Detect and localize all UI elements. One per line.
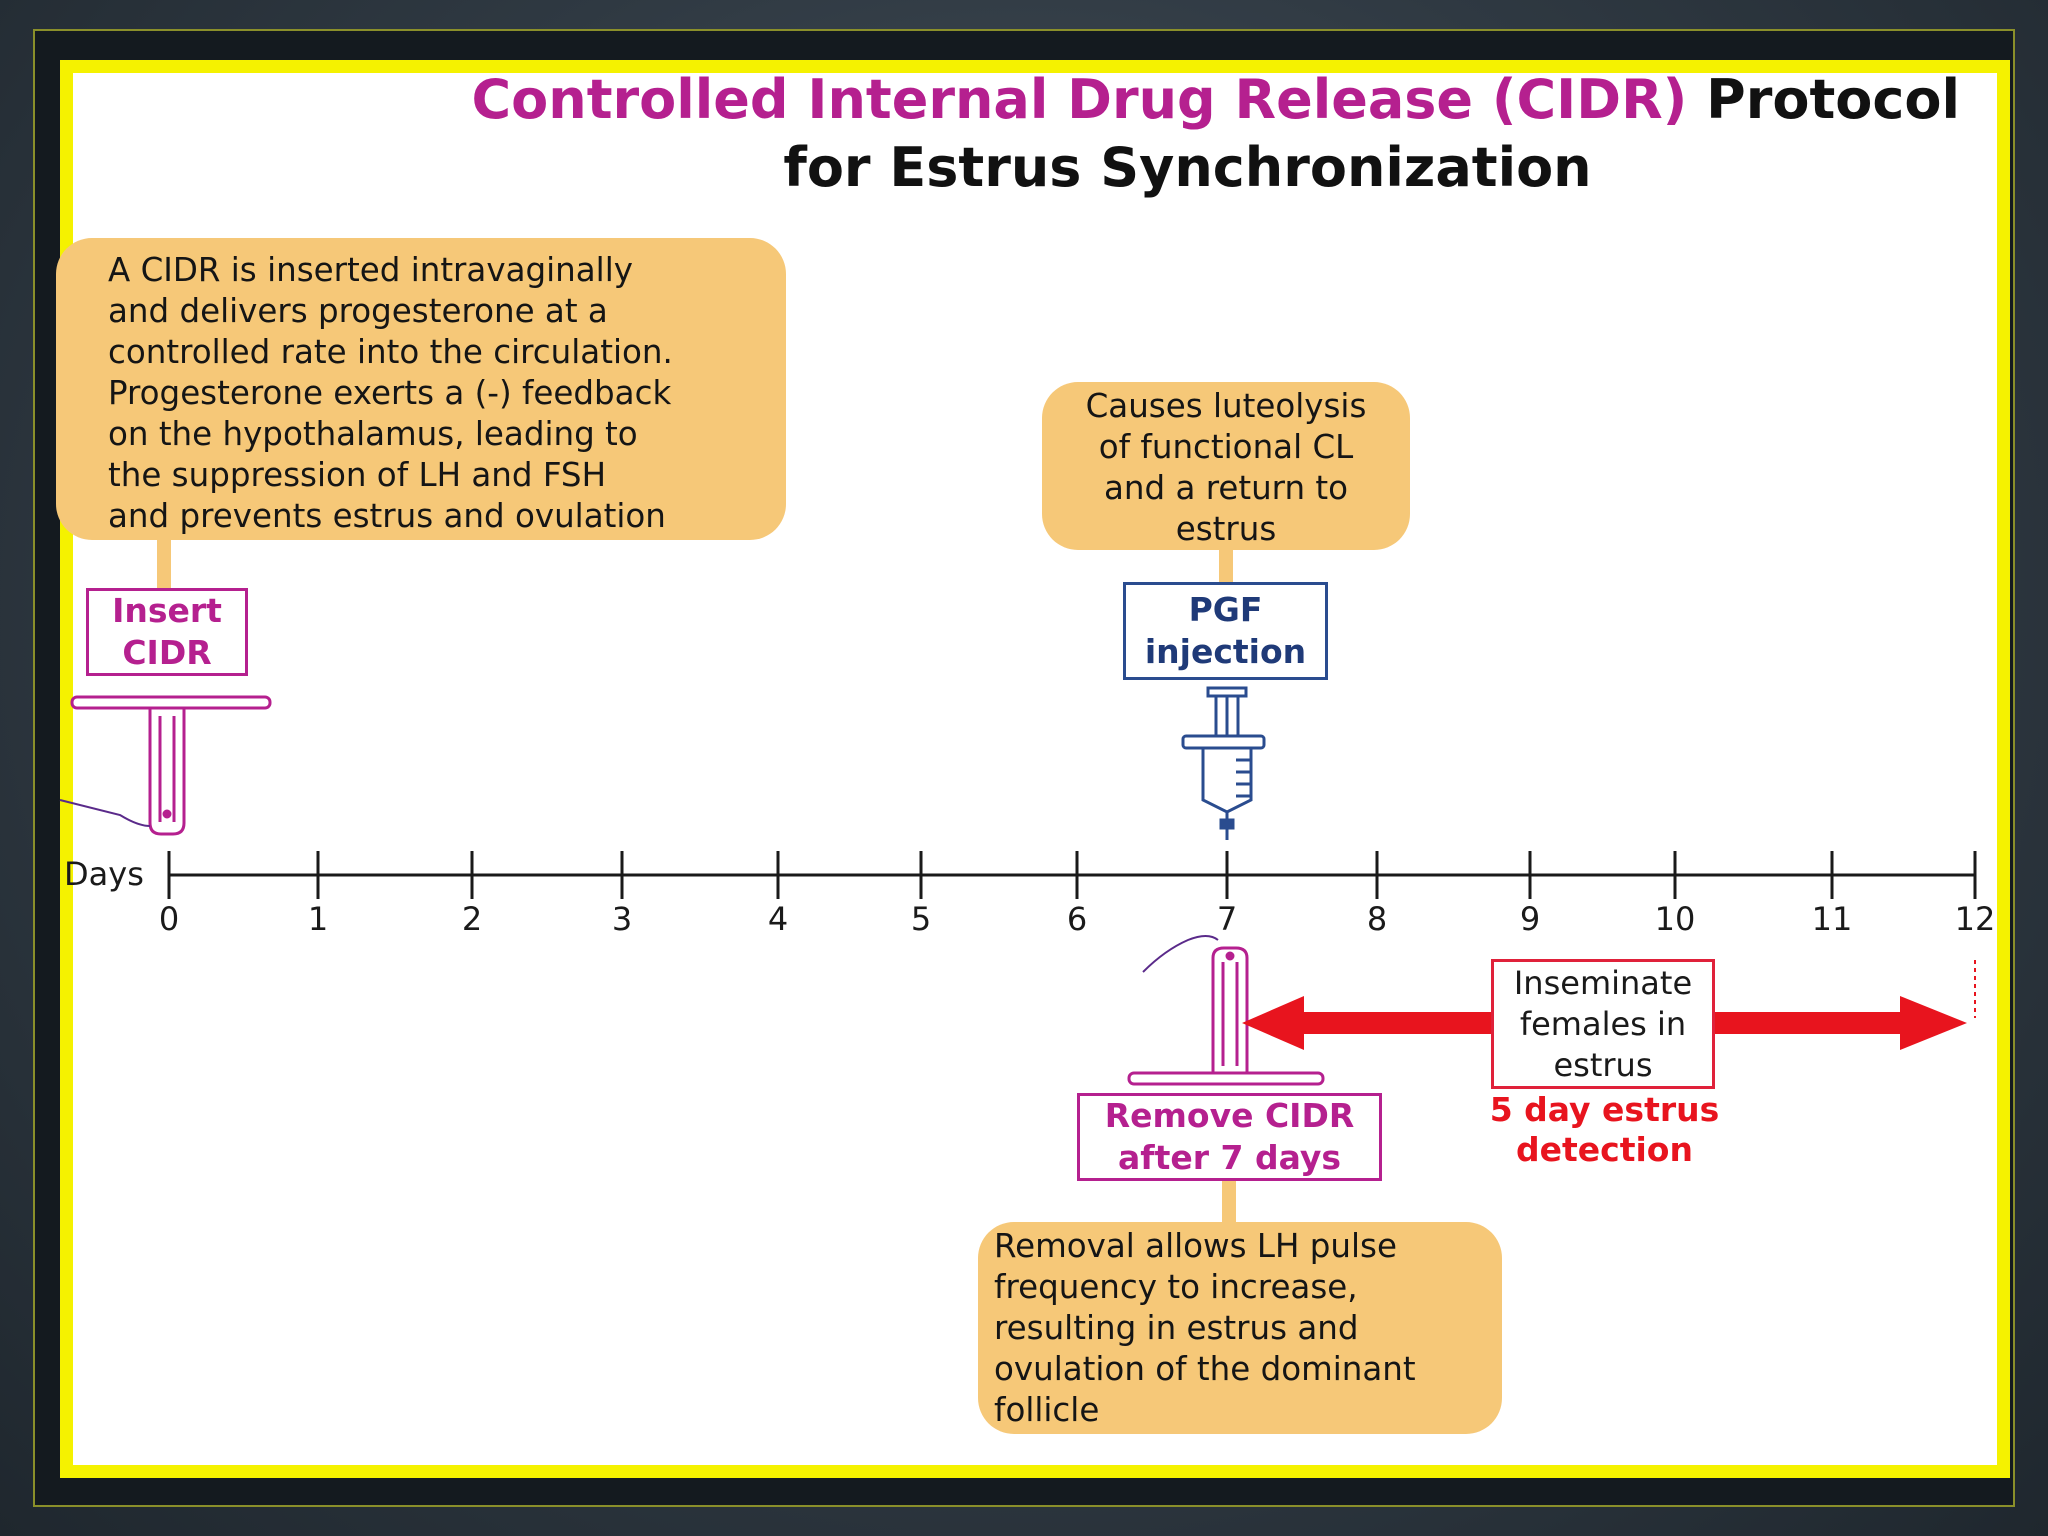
day-label-5: 5 <box>910 900 932 938</box>
timeline-ticks <box>167 851 1977 899</box>
day-label-7: 7 <box>1216 900 1238 938</box>
estrus-detection-arrow <box>1242 996 1967 1050</box>
title-highlight: Controlled Internal Drug Release (CIDR) <box>471 68 1688 131</box>
note-cidr-mechanism: A CIDR is inserted intravaginally and de… <box>56 238 786 540</box>
cidr-removed-icon <box>1127 935 1325 1086</box>
remove-cidr-label: Remove CIDR after 7 days <box>1077 1093 1382 1181</box>
cidr-device-icon <box>59 695 272 836</box>
note-removal-effect: Removal allows LH pulse frequency to inc… <box>978 1222 1502 1434</box>
day-label-3: 3 <box>611 900 633 938</box>
pgf-injection-label: PGF injection <box>1123 582 1328 680</box>
estrus-detection-label: 5 day estrus detection <box>1489 1090 1720 1169</box>
day-label-6: 6 <box>1066 900 1088 938</box>
axis-label-days: Days <box>64 855 144 893</box>
day-label-10: 10 <box>1654 900 1696 938</box>
inseminate-label: Inseminate females in estrus <box>1491 959 1715 1089</box>
note-pgf-effect: Causes luteolysis of functional CL and a… <box>1042 382 1410 550</box>
day-label-4: 4 <box>767 900 789 938</box>
day-label-1: 1 <box>307 900 329 938</box>
syringe-icon <box>1181 686 1266 840</box>
day-label-8: 8 <box>1366 900 1388 938</box>
insert-cidr-label: Insert CIDR <box>86 588 248 676</box>
day-label-9: 9 <box>1519 900 1541 938</box>
day-label-2: 2 <box>461 900 483 938</box>
day-label-11: 11 <box>1811 900 1853 938</box>
title-line2: for Estrus Synchronization <box>783 136 1592 199</box>
title-rest: Protocol <box>1706 68 1960 131</box>
day-label-0: 0 <box>158 900 180 938</box>
day-label-12: 12 <box>1954 900 1996 938</box>
page-title: Controlled Internal Drug Release (CIDR) … <box>160 66 1960 202</box>
